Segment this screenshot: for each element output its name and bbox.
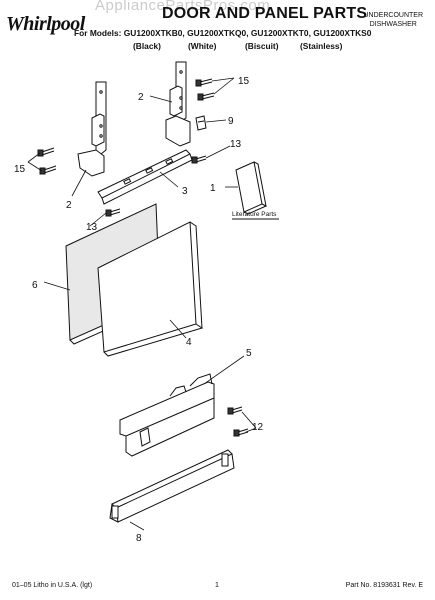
callout-5: 5 [246, 348, 252, 359]
callout-1: 1 [210, 183, 216, 194]
color-label-black: (Black) [133, 41, 161, 51]
clip-9 [195, 115, 207, 131]
product-line-1: UNDERCOUNTER [363, 12, 424, 19]
watermark: AppliancePartsPros.com [95, 0, 271, 14]
product-type: UNDERCOUNTER DISHWASHER [364, 11, 424, 29]
footer-litho: 01–05 Litho in U.S.A. (lgt) [12, 582, 93, 589]
brand-logo: Whirlpool [6, 13, 85, 35]
kick-plate-8 [109, 449, 235, 523]
screw-13-lower [105, 208, 121, 217]
page-title: DOOR AND PANEL PARTS [162, 5, 368, 22]
callout-15: 15 [238, 76, 250, 87]
color-label-white: (White) [188, 41, 217, 51]
callout-numbers: 15 2 9 13 1 15 2 3 13 6 4 5 12 8 Literat… [14, 76, 277, 544]
screw-15-left [37, 147, 57, 175]
callout-13: 13 [230, 139, 242, 150]
mounting-bracket-right [165, 61, 191, 147]
model-list: For Models: GU1200XTKB0, GU1200XTKQ0, GU… [74, 28, 372, 38]
literature-label: Literature Parts [232, 211, 277, 218]
callout-3: 3 [182, 186, 188, 197]
screw-15-upper [195, 78, 215, 101]
door-rail-3 [97, 149, 193, 205]
color-label-stainless: (Stainless) [300, 41, 343, 51]
callout-4: 4 [186, 337, 192, 348]
literature-parts [232, 161, 279, 220]
footer-page-number: 1 [215, 582, 219, 589]
callout-2: 2 [138, 92, 144, 103]
leader-lines [27, 77, 257, 531]
callout-12: 12 [252, 422, 264, 433]
color-label-biscuit: (Biscuit) [245, 41, 279, 51]
mounting-bracket-left [77, 81, 107, 177]
callout-2: 2 [66, 200, 72, 211]
callout-9: 9 [228, 116, 234, 127]
callout-8: 8 [136, 533, 142, 544]
footer-part-number: Part No. 8193631 Rev. E [345, 582, 423, 589]
callout-6: 6 [32, 280, 38, 291]
toe-panel-5 [119, 373, 215, 457]
callout-13: 13 [86, 222, 98, 233]
product-line-2: DISHWASHER [369, 21, 417, 28]
screw-13-upper [191, 155, 207, 164]
callout-15: 15 [14, 164, 26, 175]
door-panel-4 [97, 221, 203, 357]
screw-12 [227, 406, 249, 437]
